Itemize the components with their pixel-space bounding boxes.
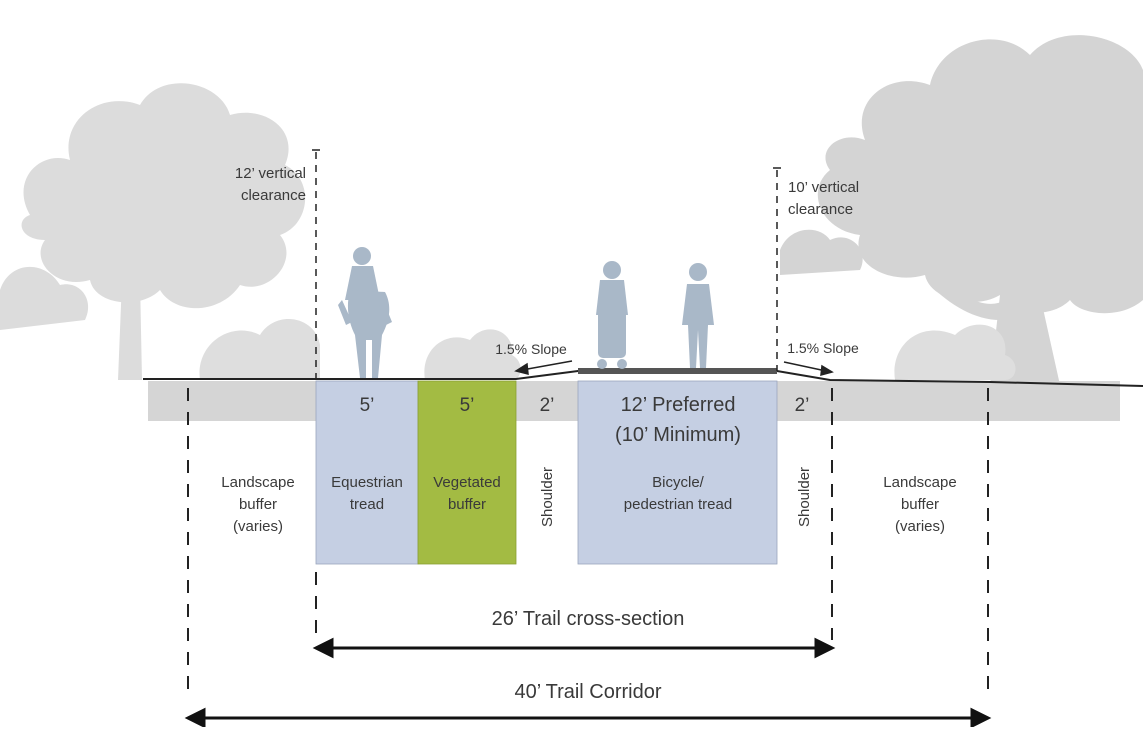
left-clearance-label-1: 12’ vertical xyxy=(235,165,306,182)
right-slope-arrow xyxy=(783,361,834,377)
vegetated-label-2: buffer xyxy=(448,496,486,513)
right-landscape-label-1: Landscape xyxy=(883,474,956,491)
bike-ped-label-1: Bicycle/ xyxy=(652,474,705,491)
vegetated-label-1: Vegetated xyxy=(433,474,501,491)
right-landscape-label-2: buffer xyxy=(901,496,939,513)
equestrian-width: 5’ xyxy=(360,395,375,416)
left-bush-icon xyxy=(199,318,521,380)
right-landscape-label-3: (varies) xyxy=(895,518,945,535)
pedestrian-icon xyxy=(682,263,714,368)
right-clearance-label-2: clearance xyxy=(788,201,853,218)
shoulder-right-width: 2’ xyxy=(795,395,810,416)
bike-ped-width-preferred: 12’ Preferred xyxy=(621,394,736,416)
vegetated-buffer-block xyxy=(417,380,517,565)
trail-cross-section-label: 26’ Trail cross-section xyxy=(492,608,685,630)
right-clearance-label-1: 10’ vertical xyxy=(788,179,859,196)
left-landscape-label-2: buffer xyxy=(239,496,277,513)
cross-section-arrow xyxy=(312,637,836,659)
shoulder-left-width: 2’ xyxy=(540,395,555,416)
left-tree-icon xyxy=(0,83,306,380)
left-landscape-label-3: (varies) xyxy=(233,518,283,535)
vegetated-width: 5’ xyxy=(460,395,475,416)
equestrian-label-2: tread xyxy=(350,496,384,513)
left-slope-arrow xyxy=(514,360,573,375)
horse-rider-icon xyxy=(338,247,392,378)
bike-ped-width-minimum: (10’ Minimum) xyxy=(615,424,741,446)
left-clearance-label-2: clearance xyxy=(241,187,306,204)
corridor-arrow xyxy=(184,707,992,729)
left-landscape-label-1: Landscape xyxy=(221,474,294,491)
left-slope-label: 1.5% Slope xyxy=(495,341,567,357)
trail-corridor-label: 40’ Trail Corridor xyxy=(514,681,661,703)
stroller-walker-icon xyxy=(596,261,628,369)
dimension-guide-lines xyxy=(187,388,989,700)
equestrian-label-1: Equestrian xyxy=(331,474,403,491)
shoulder-right-label: Shoulder xyxy=(796,467,813,527)
right-slope-label: 1.5% Slope xyxy=(787,340,859,356)
paved-trail-surface xyxy=(578,368,777,374)
bike-ped-label-2: pedestrian tread xyxy=(624,496,732,513)
equestrian-tread-block xyxy=(315,380,419,565)
bike-ped-tread-block xyxy=(577,380,778,565)
shoulder-left-label: Shoulder xyxy=(539,467,556,527)
right-bush-icon xyxy=(894,324,1016,380)
